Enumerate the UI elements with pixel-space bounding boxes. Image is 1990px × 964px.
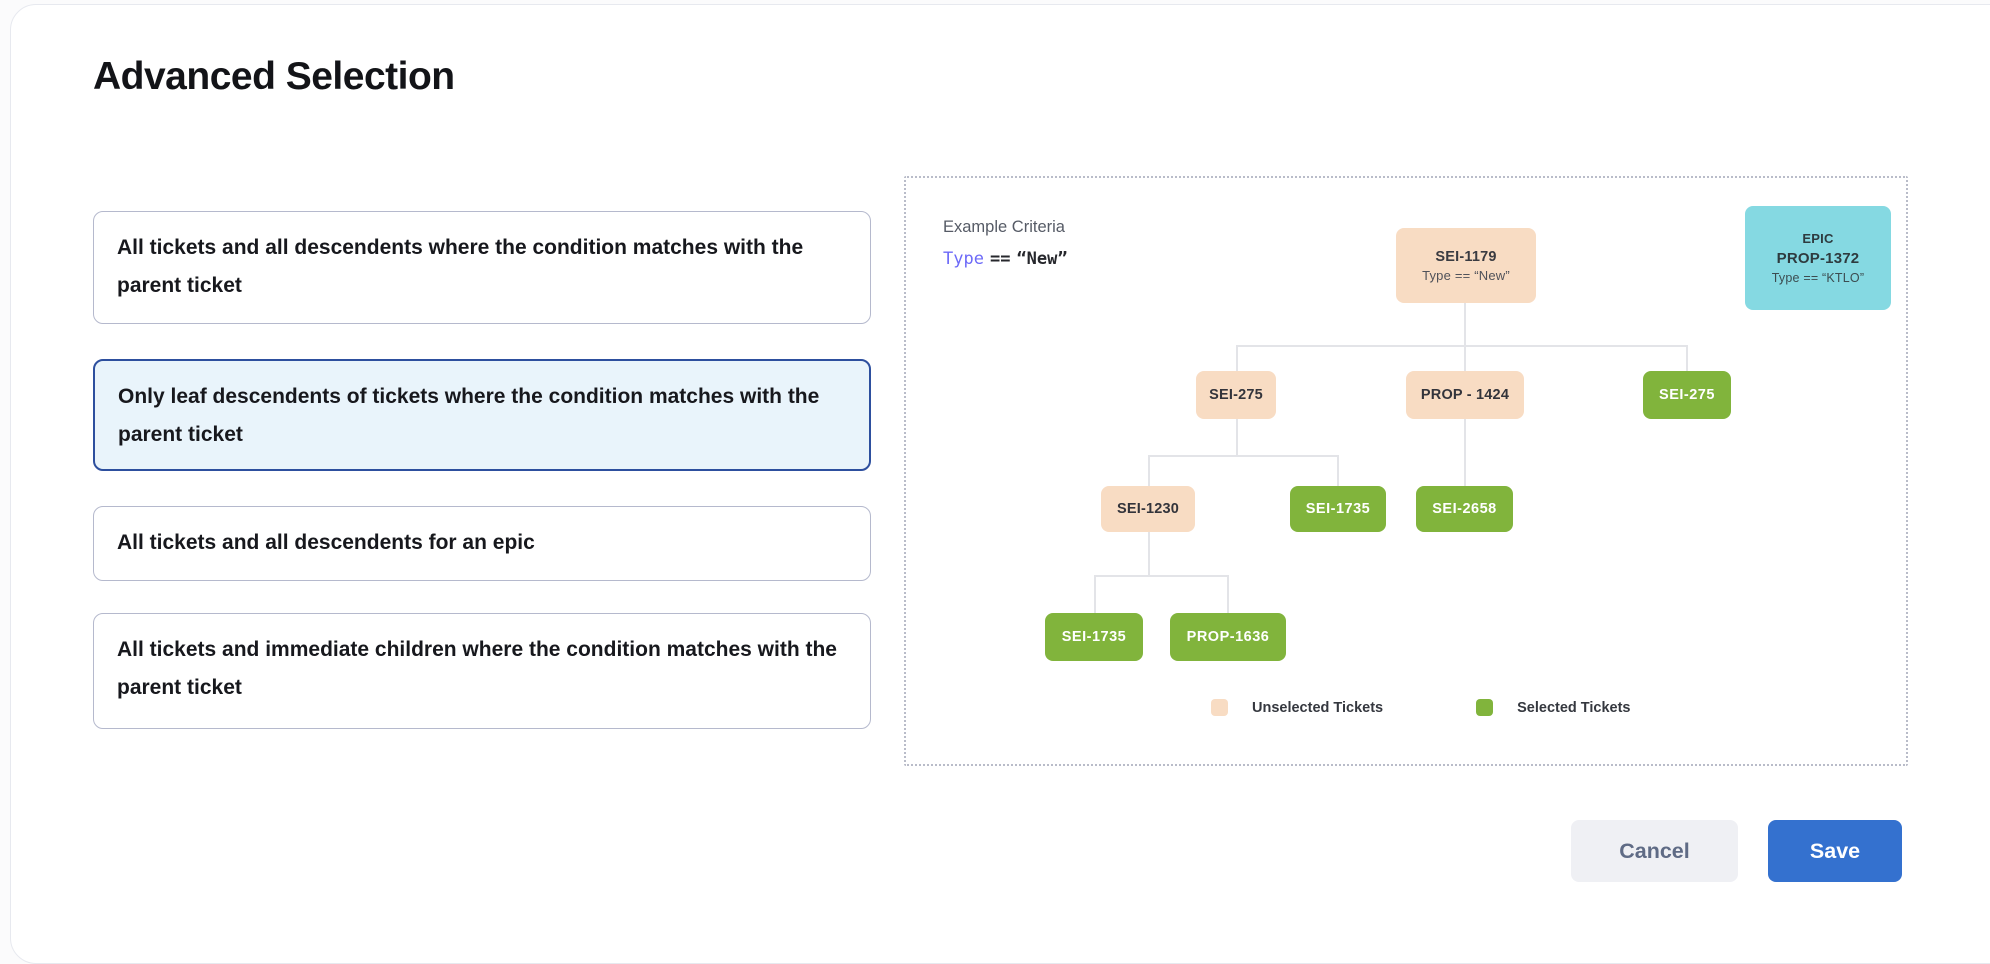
ticket-node: PROP - 1424 [1406, 371, 1524, 419]
selected-ticket-swatch-icon [1476, 699, 1494, 716]
criteria-value: “New” [1016, 249, 1068, 269]
tree-connector [1236, 345, 1238, 371]
ticket-node: SEI-1735 [1045, 613, 1143, 661]
legend: Unselected Tickets Selected Tickets [1211, 699, 1631, 716]
tree-connector [1094, 575, 1096, 613]
legend-item-unselected: Unselected Tickets [1211, 699, 1383, 716]
ticket-node: SEI-2658 [1416, 486, 1513, 532]
page-title: Advanced Selection [93, 55, 455, 98]
tree-connector [1464, 303, 1466, 371]
tree-connector [1236, 345, 1688, 347]
option-label: Only leaf descendents of tickets where t… [118, 385, 820, 446]
option-label: All tickets and all descendents for an e… [117, 531, 535, 554]
option-immediate-children-condition[interactable]: All tickets and immediate children where… [93, 613, 871, 729]
tree-connector [1148, 532, 1150, 576]
epic-card: EPIC PROP-1372 Type == “KTLO” [1745, 206, 1891, 310]
epic-condition: Type == “KTLO” [1771, 271, 1865, 285]
epic-id: PROP-1372 [1776, 250, 1860, 267]
legend-label: Selected Tickets [1517, 699, 1631, 716]
tree-connector [1148, 455, 1150, 486]
tree-connector [1464, 419, 1466, 486]
option-leaf-descendents-condition[interactable]: Only leaf descendents of tickets where t… [93, 359, 871, 471]
tree-connector [1227, 575, 1229, 613]
ticket-condition: Type == “New” [1422, 267, 1510, 283]
criteria-field: Type [943, 249, 984, 269]
option-all-descendents-condition[interactable]: All tickets and all descendents where th… [93, 211, 871, 324]
unselected-ticket-swatch-icon [1211, 699, 1228, 716]
legend-item-selected: Selected Tickets [1476, 699, 1631, 716]
example-criteria-code: Type==“New” [943, 249, 1068, 269]
tree-connector [1094, 575, 1228, 577]
ticket-node-root: SEI-1179 Type == “New” [1396, 228, 1536, 303]
ticket-node: SEI-1735 [1290, 486, 1386, 532]
tree-connector [1236, 419, 1238, 456]
save-button[interactable]: Save [1768, 820, 1902, 882]
tree-connector [1337, 455, 1339, 486]
ticket-node: PROP-1636 [1170, 613, 1286, 661]
option-label: All tickets and immediate children where… [117, 638, 837, 699]
ticket-node: SEI-275 [1196, 371, 1276, 419]
ticket-node: SEI-1230 [1101, 486, 1195, 532]
ticket-id: SEI-1179 [1435, 248, 1497, 265]
epic-kind-label: EPIC [1802, 231, 1834, 246]
option-all-descendents-epic[interactable]: All tickets and all descendents for an e… [93, 506, 871, 581]
ticket-node: SEI-275 [1643, 371, 1731, 419]
tree-connector [1148, 455, 1338, 457]
tree-connector [1686, 345, 1688, 371]
option-label: All tickets and all descendents where th… [117, 236, 804, 297]
criteria-operator: == [989, 249, 1011, 269]
example-criteria-heading: Example Criteria [943, 218, 1065, 236]
advanced-selection-dialog: Advanced Selection All tickets and all d… [10, 4, 1990, 964]
legend-label: Unselected Tickets [1252, 699, 1384, 716]
cancel-button[interactable]: Cancel [1571, 820, 1738, 882]
example-diagram-panel: Example Criteria Type==“New” SEI-1179 Ty… [904, 176, 1908, 766]
